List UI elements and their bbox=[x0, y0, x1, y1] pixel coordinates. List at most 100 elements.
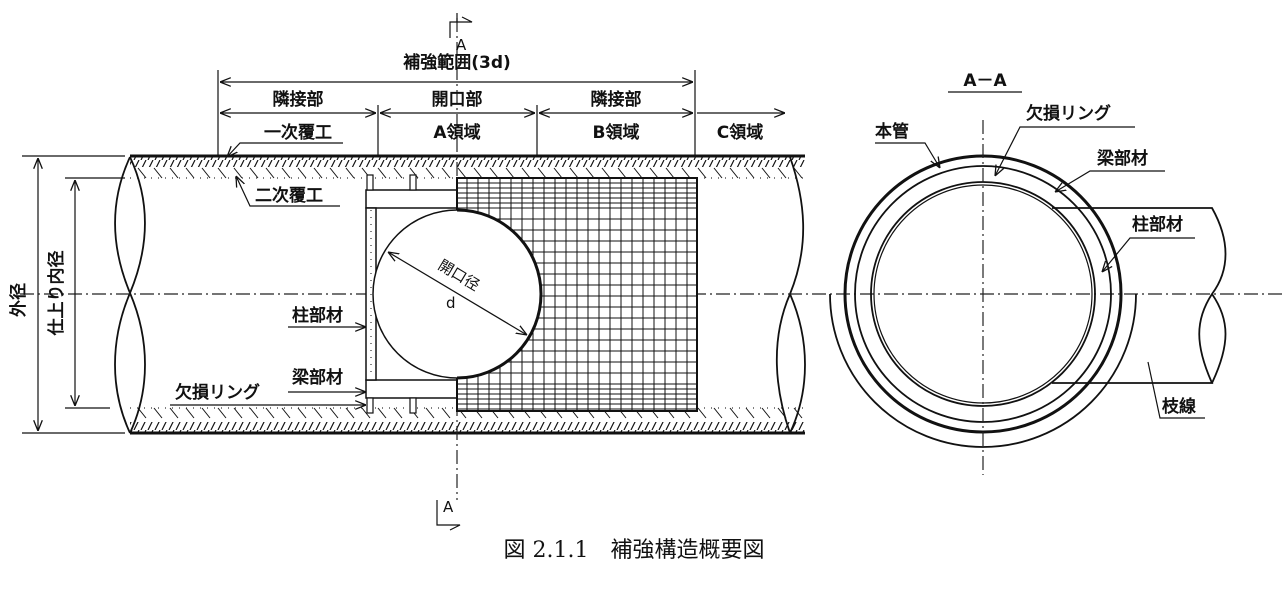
chevron-mark bbox=[313, 167, 323, 179]
chevron-mark bbox=[745, 407, 755, 419]
chevron-mark bbox=[729, 407, 739, 419]
chevron-mark bbox=[569, 167, 579, 179]
dimension-lines: 補強範囲(3d) 隣接部 開口部 隣接部 一次覆工 A領域 B領域 C領域 A … bbox=[8, 13, 785, 531]
chevron-mark bbox=[409, 167, 419, 179]
chevron-mark bbox=[489, 167, 499, 179]
chevron-mark bbox=[217, 407, 227, 419]
defect-ring-label: 欠損リング bbox=[175, 382, 260, 403]
caption-number: 図 2.1.1 bbox=[504, 538, 589, 563]
chevron-mark bbox=[153, 407, 163, 419]
chevron-mark bbox=[745, 167, 755, 179]
caption-title: 補強構造概要図 bbox=[610, 538, 764, 563]
chevron-mark bbox=[761, 407, 771, 419]
chevron-mark bbox=[537, 167, 547, 179]
chevron-mark bbox=[393, 407, 403, 419]
section-marker-top-letter: A bbox=[456, 36, 467, 54]
chevron-mark bbox=[249, 407, 259, 419]
section-beam-label: 梁部材 bbox=[1096, 148, 1148, 169]
zone-upper-1: 隣接部 bbox=[273, 89, 324, 110]
lower-outer-arc bbox=[829, 293, 1137, 448]
figure-caption: 図 2.1.1 補強構造概要図 bbox=[504, 538, 765, 563]
reinforcement-range-label: 補強範囲(3d) bbox=[402, 52, 511, 73]
chevron-mark bbox=[713, 407, 723, 419]
arc-blank bbox=[983, 294, 1118, 429]
chevron-mark bbox=[265, 407, 275, 419]
defect-ring-stud bbox=[409, 397, 417, 414]
section-column-label: 柱部材 bbox=[1132, 214, 1183, 235]
chevron-mark bbox=[697, 167, 707, 179]
chevron-mark bbox=[185, 407, 195, 419]
defect-ring-stud bbox=[366, 397, 374, 414]
chevron-mark bbox=[441, 167, 451, 179]
defect-ring-stud bbox=[366, 174, 374, 191]
chevron-mark bbox=[169, 167, 179, 179]
chevron-mark bbox=[761, 167, 771, 179]
chevron-mark bbox=[633, 167, 643, 179]
primary-lining-leader bbox=[227, 142, 255, 157]
secondary-lining-label: 二次覆工 bbox=[255, 185, 323, 206]
defect-ring bbox=[854, 165, 1112, 423]
chevron-mark bbox=[585, 167, 595, 179]
chevron-mark bbox=[697, 407, 707, 419]
chevron-mark bbox=[521, 167, 531, 179]
zone-upper-3: 隣接部 bbox=[591, 89, 642, 110]
chevron-mark bbox=[313, 407, 323, 419]
chevron-mark bbox=[169, 407, 179, 419]
section-marker-bottom-letter: A bbox=[443, 498, 454, 516]
beam-leader-right bbox=[1055, 170, 1165, 192]
zone-upper-2: 開口部 bbox=[432, 89, 483, 110]
main-pipe-leader bbox=[875, 142, 940, 168]
opening-diameter-arrow bbox=[388, 252, 527, 335]
chevron-mark bbox=[617, 167, 627, 179]
chevron-mark bbox=[601, 167, 611, 179]
chevron-mark bbox=[649, 167, 659, 179]
section-title: A－A bbox=[963, 71, 1007, 91]
bottom-lining-hatch bbox=[130, 422, 805, 432]
chevron-mark bbox=[729, 167, 739, 179]
column-leader-right bbox=[1102, 237, 1195, 272]
section-a-a-view: A－A 本管 欠損リング 梁部材 柱部材 枝線 bbox=[829, 71, 1227, 475]
chevron-mark bbox=[297, 167, 307, 179]
pipe-longitudinal-view: 開口径 d bbox=[20, 18, 1285, 500]
chevron-mark bbox=[217, 167, 227, 179]
section-defect-ring-label: 欠損リング bbox=[1026, 103, 1111, 124]
defect-ring-stud bbox=[409, 174, 417, 191]
chevron-mark bbox=[425, 167, 435, 179]
chevron-mark bbox=[441, 407, 451, 419]
chevron-mark bbox=[297, 407, 307, 419]
left-break-line bbox=[114, 156, 146, 434]
chevron-mark bbox=[377, 407, 387, 419]
chevron-mark bbox=[137, 167, 147, 179]
chevron-mark bbox=[377, 167, 387, 179]
secondary-lining-chevrons bbox=[137, 167, 803, 419]
chevron-mark bbox=[265, 167, 275, 179]
chevron-mark bbox=[153, 167, 163, 179]
right-break-line bbox=[775, 156, 806, 434]
beam-member-bottom bbox=[365, 379, 459, 399]
opening-symbol-label: d bbox=[446, 294, 456, 312]
chevron-mark bbox=[793, 167, 803, 179]
zone-lower-2: A領域 bbox=[433, 122, 480, 143]
branch-break-line bbox=[1211, 293, 1227, 384]
chevron-mark bbox=[681, 167, 691, 179]
chevron-mark bbox=[713, 167, 723, 179]
chevron-mark bbox=[201, 407, 211, 419]
chevron-mark bbox=[233, 167, 243, 179]
branch-line-label: 枝線 bbox=[1162, 396, 1196, 417]
zone-lower-3: B領域 bbox=[593, 122, 640, 143]
chevron-mark bbox=[345, 167, 355, 179]
chevron-mark bbox=[457, 167, 467, 179]
defect-ring-leader-right bbox=[995, 126, 1135, 176]
section-marker-bottom-arrow bbox=[436, 500, 461, 531]
chevron-mark bbox=[665, 167, 675, 179]
chevron-mark bbox=[329, 407, 339, 419]
opening-edge-ring bbox=[456, 208, 543, 380]
column-member-label: 柱部材 bbox=[292, 305, 343, 326]
chevron-mark bbox=[281, 407, 291, 419]
chevron-mark bbox=[505, 167, 515, 179]
chevron-mark bbox=[425, 407, 435, 419]
chevron-mark bbox=[249, 167, 259, 179]
chevron-mark bbox=[345, 407, 355, 419]
section-marker-top-arrow bbox=[449, 13, 473, 38]
